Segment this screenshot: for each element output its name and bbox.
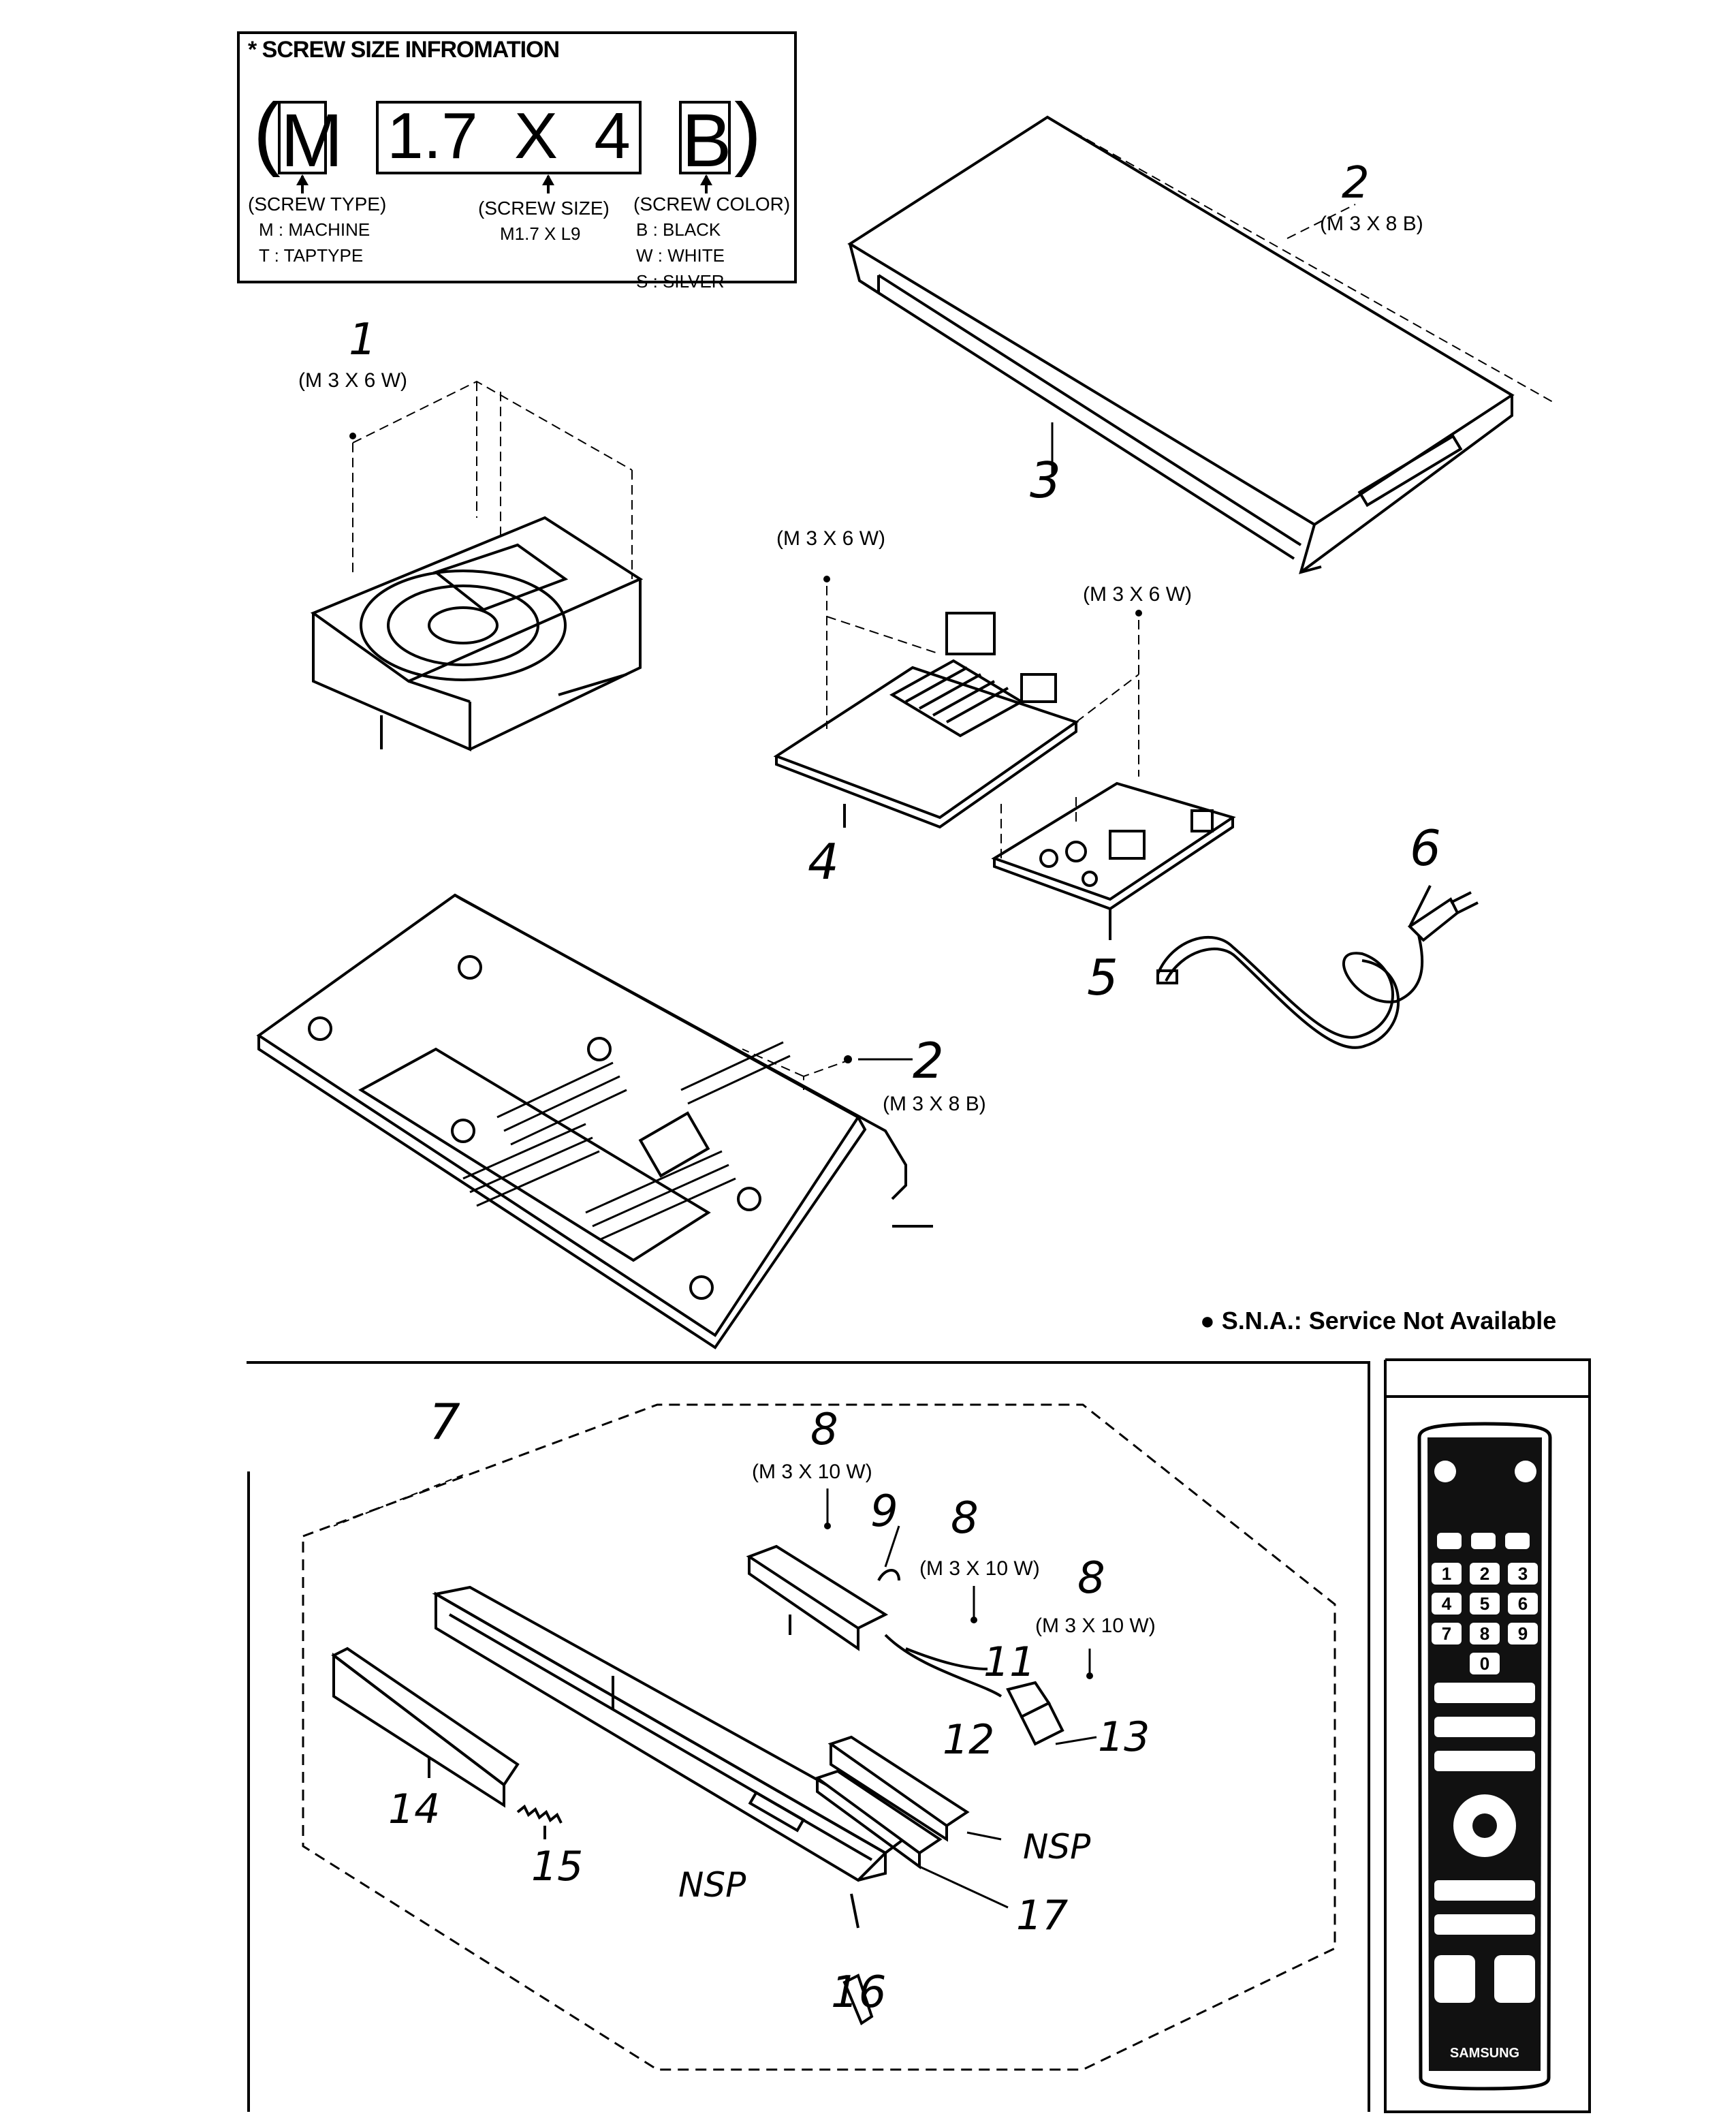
size-arrow-head bbox=[542, 174, 554, 185]
legend-open-paren: ( bbox=[253, 87, 281, 178]
remote-key-7 bbox=[1432, 1623, 1462, 1644]
type-heading: (SCREW TYPE) bbox=[248, 193, 387, 215]
smps-board bbox=[991, 781, 1236, 940]
spec-8b: (M 3 X 10 W) bbox=[919, 1557, 1040, 1580]
remote-control: 1 2 3 4 5 6 7 8 9 0 SAMSUNG bbox=[1417, 1422, 1552, 2091]
remote-frame bbox=[1384, 1358, 1591, 2113]
callout-4: 4 bbox=[808, 833, 839, 890]
spec-8a: (M 3 X 10 W) bbox=[752, 1461, 872, 1483]
callout-8a: 8 bbox=[810, 1405, 838, 1455]
front-pcb bbox=[746, 1544, 1064, 1746]
tray-parts bbox=[814, 1735, 970, 1869]
front-panel-assembly-outline bbox=[302, 1403, 1336, 2071]
size-line: M1.7 X L9 bbox=[500, 223, 581, 244]
code-size-box: 1.7 X 4 bbox=[376, 101, 642, 174]
color-line-white: W : WHITE bbox=[636, 245, 725, 266]
callout-7: 7 bbox=[429, 1393, 460, 1450]
spring bbox=[516, 1804, 563, 1839]
code-color-box: B bbox=[679, 101, 731, 178]
remote-brand: SAMSUNG bbox=[1450, 2046, 1519, 2061]
callout-16: 16 bbox=[831, 1967, 886, 2018]
type-line-m: M : MACHINE bbox=[259, 219, 370, 240]
remote-key-6 bbox=[1508, 1593, 1538, 1615]
nsp-label-bezel: NSP bbox=[678, 1865, 746, 1905]
color-line-silver: S : SILVER bbox=[636, 271, 725, 292]
lever bbox=[842, 1974, 874, 2026]
color-heading: (SCREW COLOR) bbox=[633, 193, 791, 215]
spec-4: (M 3 X 6 W) bbox=[776, 527, 885, 550]
remote-key-2 bbox=[1470, 1563, 1500, 1585]
type-line-t: T : TAPTYPE bbox=[259, 245, 364, 266]
remote-key-label: 0 bbox=[1480, 1653, 1489, 1674]
callout-11: 11 bbox=[983, 1638, 1035, 1686]
optical-drive bbox=[310, 516, 644, 752]
spec-8c: (M 3 X 10 W) bbox=[1035, 1615, 1156, 1637]
callout-3: 3 bbox=[1030, 452, 1061, 509]
callout-9: 9 bbox=[870, 1486, 898, 1537]
callout-1: 1 bbox=[349, 315, 377, 365]
nsp-label-tray: NSP bbox=[1023, 1827, 1091, 1867]
remote-key-1 bbox=[1432, 1563, 1462, 1585]
remote-key-5 bbox=[1470, 1593, 1500, 1615]
chassis bbox=[256, 893, 933, 1350]
remote-number-keys: 1 2 3 4 5 6 7 8 9 0 bbox=[1432, 1563, 1538, 1674]
size-heading: (SCREW SIZE) bbox=[478, 198, 610, 219]
callout-5: 5 bbox=[1087, 949, 1118, 1006]
remote-key-label: 1 bbox=[1442, 1563, 1451, 1584]
display-window bbox=[331, 1647, 520, 1808]
front-panel-frame bbox=[247, 1361, 1370, 2112]
legend-title: * SCREW SIZE INFROMATION bbox=[248, 37, 560, 63]
remote-key-8 bbox=[1470, 1623, 1500, 1644]
remote-key-0 bbox=[1470, 1653, 1500, 1674]
front-bezel bbox=[432, 1585, 915, 1929]
callout-17: 17 bbox=[1016, 1892, 1068, 1939]
callout-6: 6 bbox=[1410, 820, 1441, 877]
callout-14: 14 bbox=[388, 1786, 440, 1833]
remote-key-label: 9 bbox=[1518, 1623, 1528, 1644]
callout-13: 13 bbox=[1098, 1713, 1150, 1761]
spec-1: (M 3 X 6 W) bbox=[298, 369, 407, 392]
callout-15: 15 bbox=[531, 1843, 583, 1890]
top-cover bbox=[847, 115, 1515, 574]
legend-close-paren: ) bbox=[734, 87, 761, 178]
power-cord bbox=[1156, 885, 1479, 1049]
callout-2-chassis: 2 bbox=[913, 1032, 944, 1089]
remote-key-label: 4 bbox=[1442, 1593, 1452, 1614]
spec-2-chassis: (M 3 X 8 B) bbox=[883, 1093, 986, 1115]
type-arrow-head bbox=[296, 174, 309, 185]
spec-2-top: (M 3 X 8 B) bbox=[1320, 213, 1423, 235]
remote-key-label: 7 bbox=[1442, 1623, 1451, 1644]
color-arrow-head bbox=[700, 174, 712, 185]
remote-key-4 bbox=[1432, 1593, 1462, 1615]
remote-key-label: 5 bbox=[1480, 1593, 1489, 1614]
remote-key-3 bbox=[1508, 1563, 1538, 1585]
spec-5: (M 3 X 6 W) bbox=[1083, 583, 1192, 606]
callout-8c: 8 bbox=[1077, 1553, 1105, 1604]
remote-key-label: 2 bbox=[1480, 1563, 1489, 1584]
callout-12: 12 bbox=[943, 1716, 994, 1764]
main-pcb bbox=[773, 612, 1079, 829]
sna-note: ● S.N.A.: Service Not Available bbox=[1200, 1307, 1557, 1335]
callout-2-top: 2 bbox=[1342, 158, 1370, 208]
remote-key-9 bbox=[1508, 1623, 1538, 1644]
remote-key-label: 3 bbox=[1518, 1563, 1528, 1584]
color-line-black: B : BLACK bbox=[636, 219, 721, 240]
remote-key-label: 8 bbox=[1480, 1623, 1489, 1644]
callout-8b: 8 bbox=[951, 1493, 979, 1544]
remote-key-label: 6 bbox=[1518, 1593, 1528, 1614]
screw-size-legend: * SCREW SIZE INFROMATION ( M 1.7 X 4 B )… bbox=[237, 31, 797, 292]
